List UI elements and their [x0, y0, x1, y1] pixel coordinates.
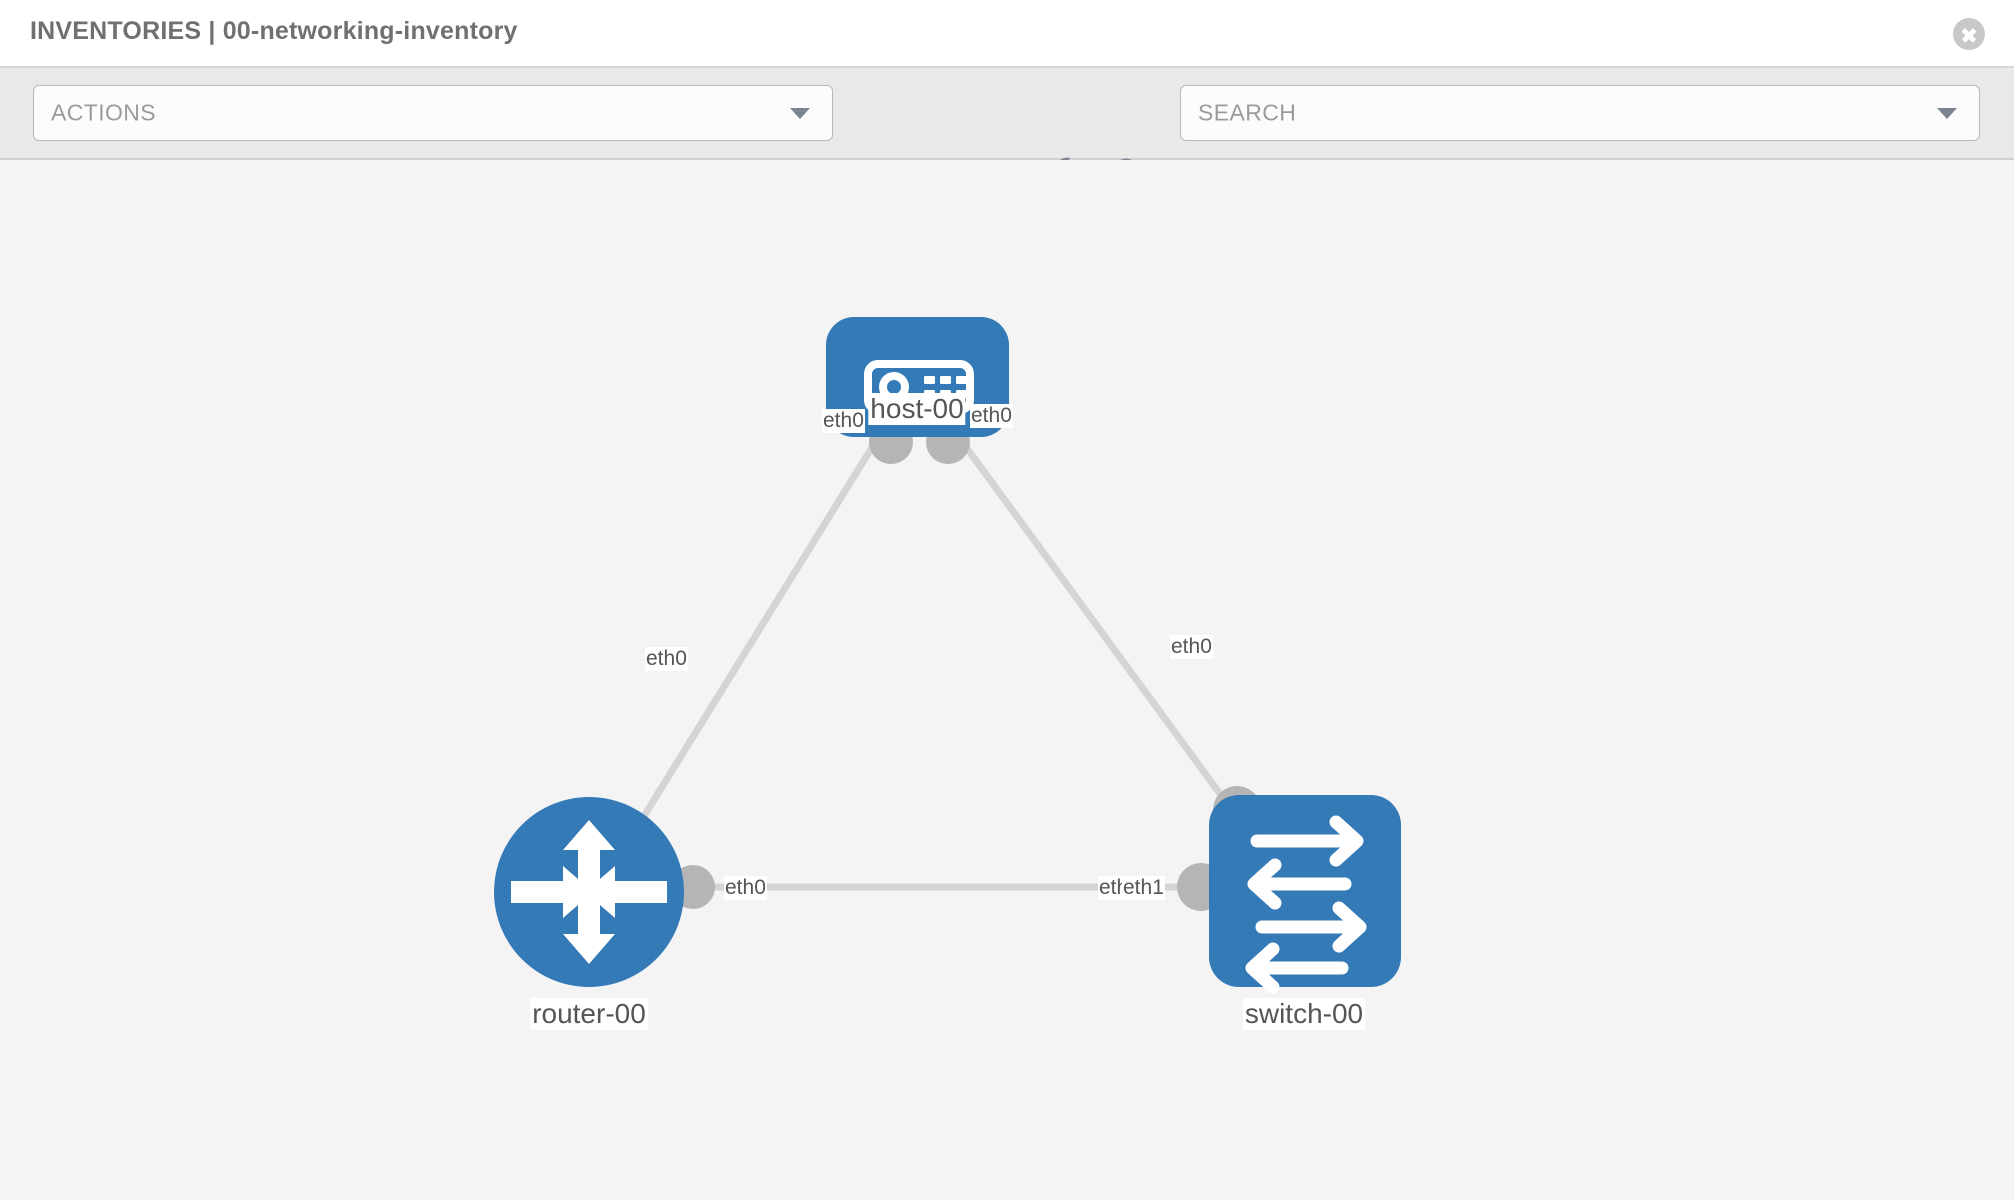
- topology-ports: [671, 420, 1261, 911]
- close-icon[interactable]: [1953, 18, 1985, 50]
- topology-graph[interactable]: [0, 160, 2014, 1200]
- page-header: INVENTORIES | 00-networking-inventory: [0, 0, 2014, 68]
- topology-links: [620, 425, 1251, 891]
- node-label-router-00: router-00: [530, 998, 648, 1031]
- chevron-down-icon: [1937, 108, 1957, 119]
- node-label-switch-00: switch-00: [1242, 998, 1366, 1031]
- node-label-host-00: host-00: [868, 393, 966, 426]
- actions-dropdown[interactable]: ACTIONS: [33, 85, 833, 141]
- chevron-down-icon: [790, 108, 810, 119]
- topology-canvas[interactable]: host-00 router-00 switch-00 eth0 eth0 et…: [0, 160, 2014, 1200]
- switch-arrows-icon: [1245, 815, 1367, 994]
- port-label-router-up: eth0: [645, 647, 688, 672]
- port-label-switch-up: eth0: [1170, 635, 1213, 660]
- router-arrows-icon: [511, 820, 667, 964]
- port-label-switch-left-b: eth1: [1122, 876, 1165, 901]
- actions-dropdown-label: ACTIONS: [51, 99, 157, 126]
- search-placeholder: SEARCH: [1198, 99, 1297, 126]
- node-switch-00: [1209, 795, 1401, 994]
- page-title: INVENTORIES | 00-networking-inventory: [30, 17, 518, 45]
- search-input[interactable]: SEARCH: [1180, 85, 1980, 141]
- toolbar: ACTIONS SEARCH: [0, 68, 2014, 194]
- port-label-host-right: eth0: [970, 404, 1013, 429]
- link-host-router: [620, 426, 887, 852]
- node-router-00: [494, 797, 684, 987]
- port-label-router-right: eth0: [724, 876, 767, 901]
- link-host-switch: [949, 425, 1251, 835]
- port-label-host-left: eth0: [822, 409, 865, 434]
